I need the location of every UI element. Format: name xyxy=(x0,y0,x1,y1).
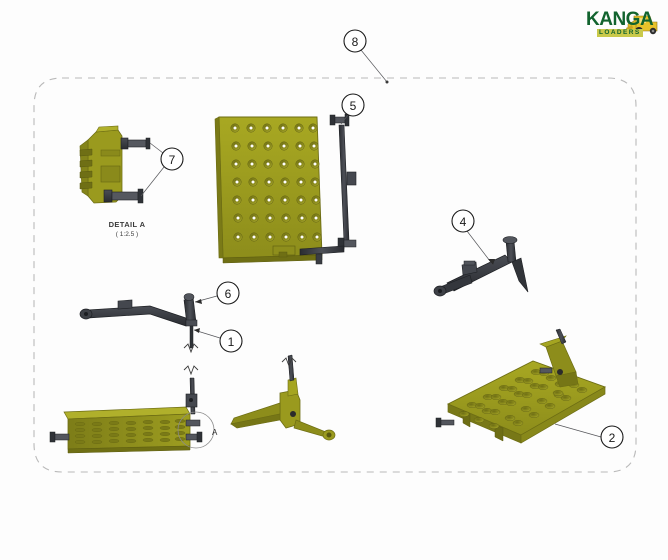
leader-line-5 xyxy=(340,114,349,125)
detail-lower-pin xyxy=(103,188,144,204)
balloon-8[interactable]: 8 xyxy=(343,29,367,53)
detail-view-label: DETAIL A xyxy=(108,220,146,229)
detail-a-bracket-assembly xyxy=(79,125,151,204)
pivot-arm-left xyxy=(79,293,198,349)
center-mounting-bracket xyxy=(230,354,336,441)
leader-line-2 xyxy=(554,423,602,438)
detail-upper-pin xyxy=(120,137,151,150)
break-symbol-upper xyxy=(183,343,199,354)
balloon-6[interactable]: 6 xyxy=(216,281,240,305)
balloon-5[interactable]: 5 xyxy=(341,93,365,117)
detail-circle-a xyxy=(177,411,215,449)
pivot-arm-right xyxy=(433,236,529,297)
leader-line-6 xyxy=(194,295,218,304)
break-symbol-center xyxy=(281,357,297,368)
leader-line-4 xyxy=(466,230,495,266)
leader-line-8 xyxy=(360,49,389,84)
leader-line-7 xyxy=(140,142,165,197)
brand-name: KANGA xyxy=(586,9,654,30)
balloon-2-number: 2 xyxy=(609,431,616,445)
balloon-1[interactable]: 1 xyxy=(219,329,243,353)
balloon-4-number: 4 xyxy=(460,215,467,229)
perforated-floor-plate-front xyxy=(214,116,323,264)
balloon-8-number: 8 xyxy=(352,35,359,49)
plate-hole-grid xyxy=(230,123,322,242)
detail-marker-a: A xyxy=(212,428,218,437)
vertical-support-rod xyxy=(299,113,357,265)
balloon-6-number: 6 xyxy=(225,287,232,301)
break-symbol-lower xyxy=(183,365,199,376)
perforated-floor-plate-edge-view xyxy=(49,377,203,454)
balloon-5-number: 5 xyxy=(350,99,357,113)
balloon-4[interactable]: 4 xyxy=(451,209,475,233)
balloon-7-number: 7 xyxy=(169,153,176,167)
sheet-border xyxy=(33,77,637,473)
balloon-2[interactable]: 2 xyxy=(600,425,624,449)
detail-view-scale: ( 1:2.5 ) xyxy=(115,231,139,238)
balloon-1-number: 1 xyxy=(228,335,235,349)
brand-tagline: LOADERS xyxy=(597,29,643,37)
balloon-7[interactable]: 7 xyxy=(160,147,184,171)
perforated-floor-plate-iso xyxy=(435,328,607,444)
brand-logo: KANGA LOADERS xyxy=(586,10,662,42)
leader-line-1 xyxy=(193,328,221,339)
